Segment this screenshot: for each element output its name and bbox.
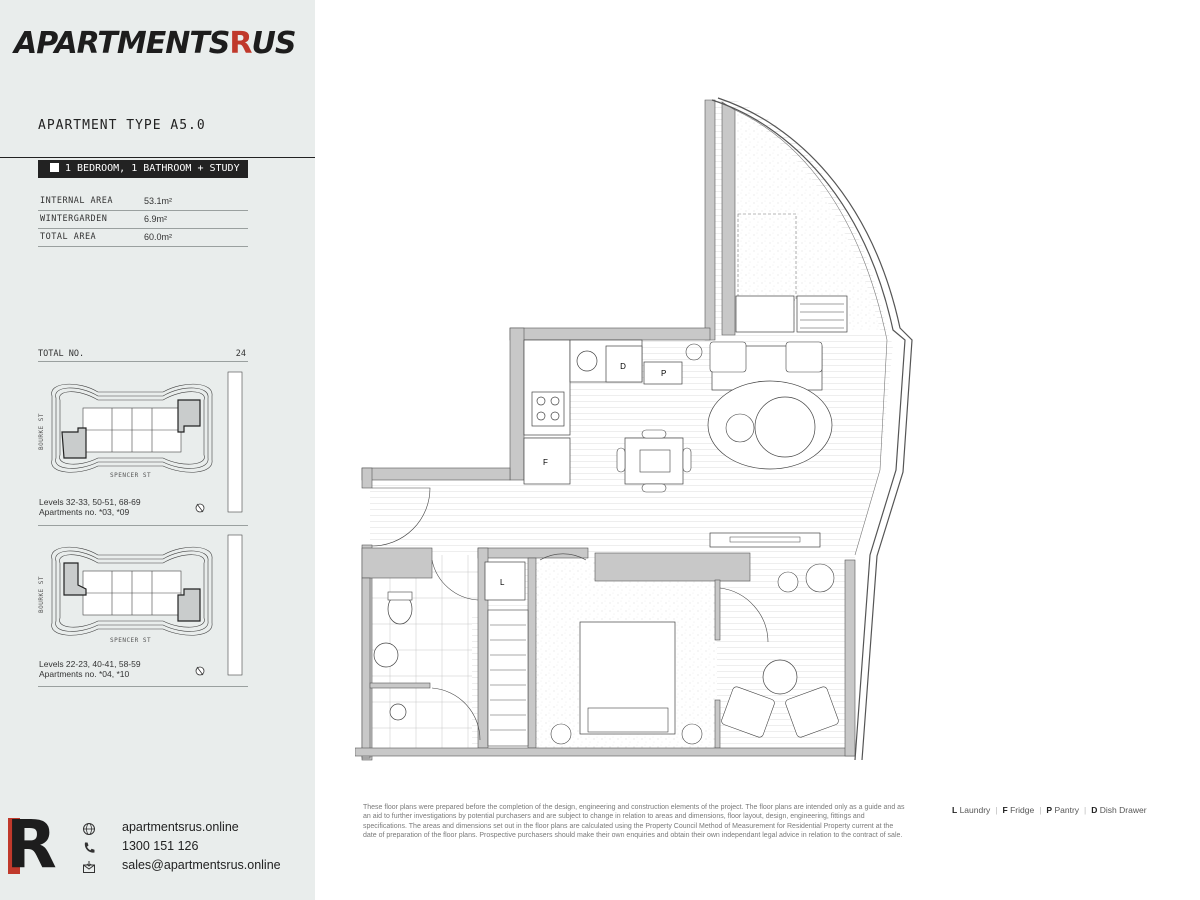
mail-icon xyxy=(83,861,95,873)
total-number: TOTAL NO.24 xyxy=(38,349,248,362)
keyplan-diagram xyxy=(51,371,243,513)
divider xyxy=(0,157,315,158)
dish-drawer-label: D xyxy=(620,362,626,371)
contact-block: R apartmentsrus.online 1300 151 126 sale… xyxy=(6,806,281,883)
legend-item: P Pantry xyxy=(1046,805,1080,815)
sidebar: APARTMENTSRUS APARTMENT TYPE A5.0 1 BEDR… xyxy=(0,0,315,900)
street-label: BOURKE ST xyxy=(38,412,45,450)
legend-item: F Fridge xyxy=(1002,805,1035,815)
bedroom-config-badge: 1 BEDROOM, 1 BATHROOM + STUDY xyxy=(38,160,248,178)
street-label: BOURKE ST xyxy=(38,575,45,613)
legend-item: D Dish Drawer xyxy=(1091,805,1147,815)
keyplan-diagram xyxy=(51,534,243,676)
floor-plan: D P F L xyxy=(355,97,913,761)
brand-mark: R xyxy=(6,806,57,883)
laundry-label: L xyxy=(500,578,505,587)
brand-logo: APARTMENTSRUS xyxy=(14,26,296,61)
street-label: SPENCER ST xyxy=(110,637,152,644)
legend-item: L Laundry xyxy=(952,805,991,815)
phone-icon xyxy=(84,842,95,853)
legend: L Laundry|F Fridge|P Pantry|D Dish Drawe… xyxy=(952,805,1147,815)
keyplan-1: BOURKE ST SPENCER ST Levels 32-33, 50-51… xyxy=(38,370,248,528)
fridge-label: F xyxy=(543,458,548,467)
disclaimer: These floor plans were prepared before t… xyxy=(363,804,905,839)
globe-icon xyxy=(83,823,95,835)
street-label: SPENCER ST xyxy=(110,472,152,479)
apartment-type-title: APARTMENT TYPE A5.0 xyxy=(38,118,206,133)
keyplan-2: BOURKE ST SPENCER ST Levels 22-23, 40-41… xyxy=(38,533,248,691)
pantry-label: P xyxy=(661,369,666,378)
